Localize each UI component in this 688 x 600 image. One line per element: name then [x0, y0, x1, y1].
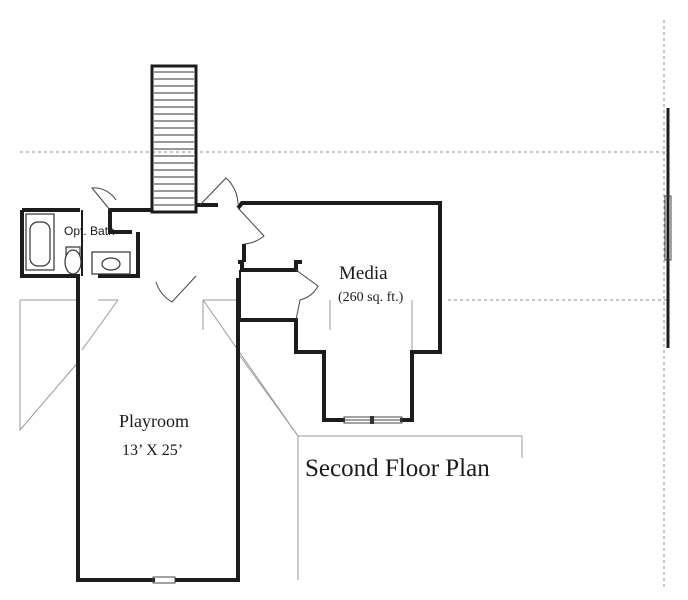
bath-label: Opt. Bath — [64, 224, 115, 238]
media-label: Media — [339, 263, 388, 284]
bath-fixtures — [25, 213, 131, 275]
playroom-label: Playroom — [119, 411, 189, 431]
doors — [91, 177, 319, 321]
media-area-label: (260 sq. ft.) — [338, 290, 404, 305]
windows — [152, 108, 672, 584]
staircase — [150, 64, 198, 214]
walls — [20, 201, 442, 582]
roof-lines — [19, 299, 523, 580]
reference-lines — [20, 20, 668, 590]
plan-title: Second Floor Plan — [305, 455, 490, 482]
playroom-dimensions-label: 13’ X 25’ — [122, 442, 183, 459]
